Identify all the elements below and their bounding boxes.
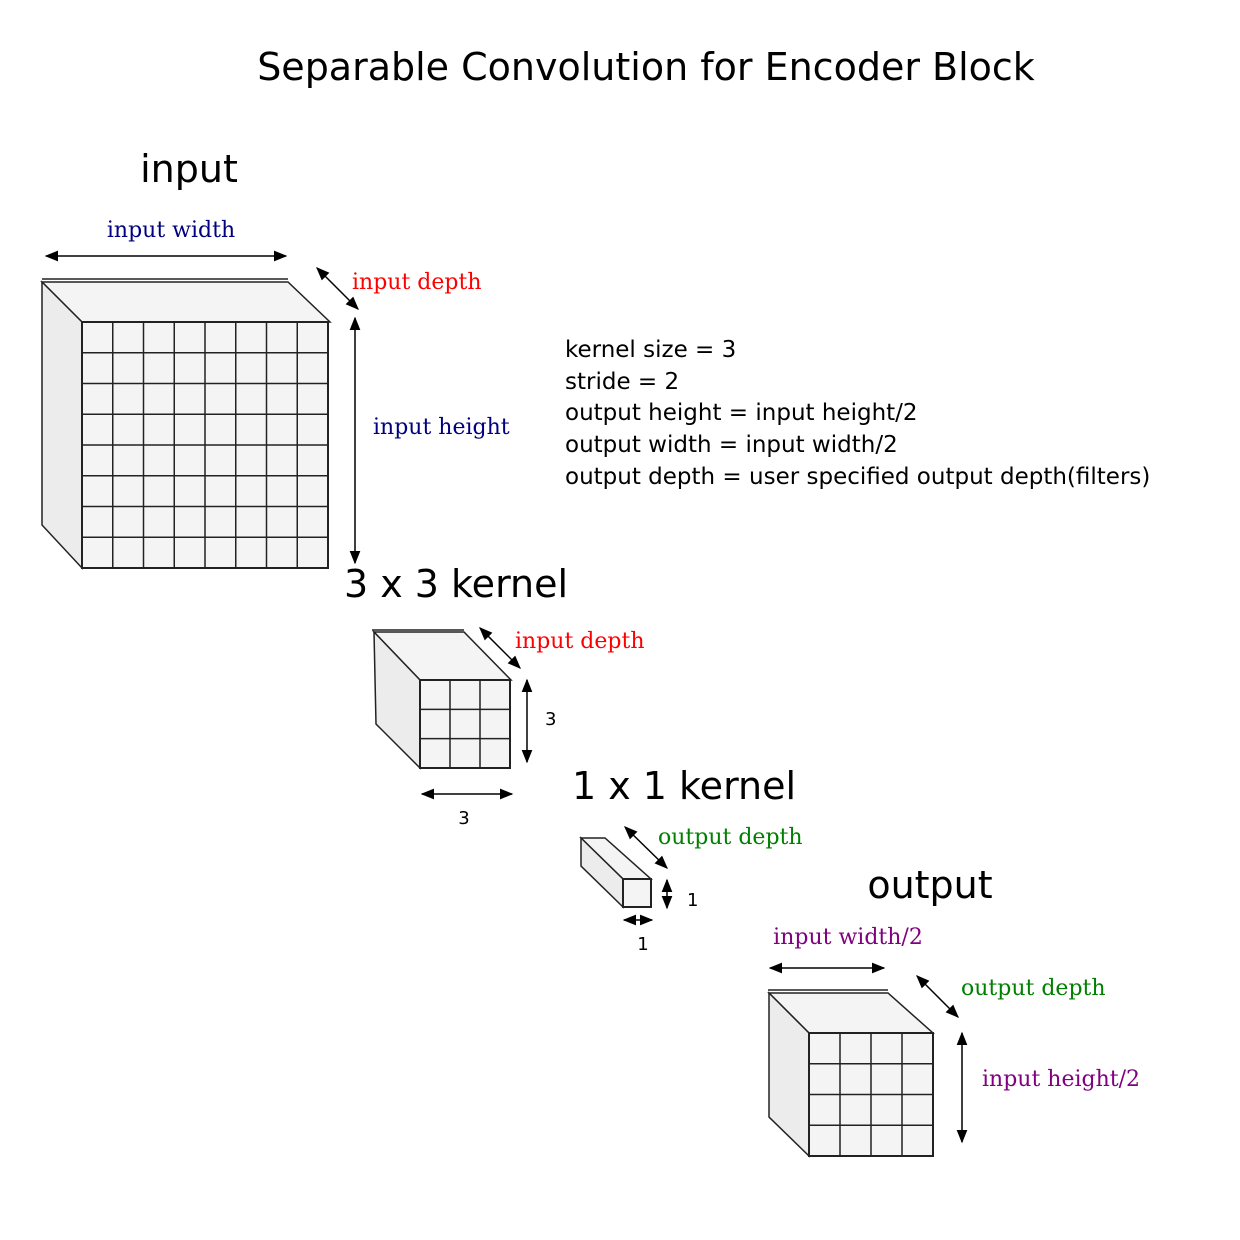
spec-output-height: output height = input height/2 [565, 400, 918, 426]
input-height-label: input height [373, 415, 510, 440]
input-heading: input [140, 147, 238, 191]
kernel3-block: 3 x 3 kernel input depth 3 3 [344, 562, 645, 829]
input-grid [82, 322, 328, 568]
kernel1-block: 1 x 1 kernel output depth 1 1 [572, 764, 803, 955]
diagram-title: Separable Convolution for Encoder Block [257, 45, 1035, 89]
kernel1-height-label: 1 [687, 890, 698, 911]
kernel1-front-face [622, 878, 652, 908]
output-block: output input width/2 output depth input … [767, 863, 1140, 1158]
kernel3-width-label: 3 [458, 808, 469, 829]
output-grid [809, 1033, 933, 1156]
spec-kernel-size: kernel size = 3 [565, 337, 736, 363]
input-top-face [40, 281, 332, 323]
kernel3-heading: 3 x 3 kernel [344, 562, 568, 606]
input-depth-label: input depth [352, 270, 482, 295]
kernel3-front-face [419, 679, 511, 769]
input-block: input input width input depth input heig… [40, 147, 510, 570]
output-depth-arrow [916, 975, 959, 1018]
spec-output-width: output width = input width/2 [565, 432, 898, 458]
spec-list: kernel size = 3 stride = 2 output height… [565, 337, 1150, 490]
kernel1-depth-arrow [624, 826, 668, 869]
kernel3-depth-label: input depth [515, 629, 645, 654]
kernel1-depth-label: output depth [658, 825, 803, 850]
output-depth-label: output depth [961, 976, 1106, 1001]
kernel3-depth-arrow [479, 627, 521, 669]
output-width-label: input width/2 [773, 925, 923, 950]
input-width-label: input width [107, 218, 235, 243]
kernel1-width-label: 1 [637, 934, 648, 955]
kernel3-height-label: 3 [545, 709, 556, 730]
input-side-face [41, 280, 83, 570]
spec-output-depth: output depth = user specified output dep… [565, 464, 1150, 490]
spec-stride: stride = 2 [565, 369, 679, 395]
input-depth-arrow [316, 267, 359, 310]
kernel3-grid [420, 680, 510, 768]
output-heading: output [867, 863, 992, 907]
kernel1-heading: 1 x 1 kernel [572, 764, 796, 808]
output-height-label: input height/2 [982, 1067, 1140, 1092]
